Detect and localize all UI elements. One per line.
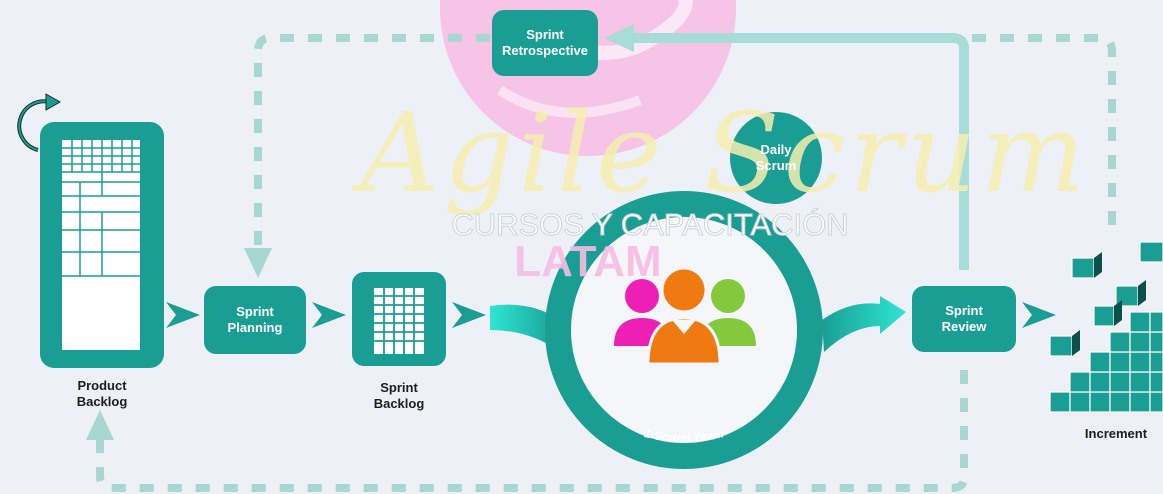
review-to-retro-line	[632, 33, 969, 270]
arrowhead-to-backlog	[86, 410, 114, 440]
chevron-1	[166, 302, 200, 328]
arrowhead-to-retro	[604, 24, 634, 52]
refresh-arrow-icon	[17, 93, 62, 152]
arrowhead-to-planning	[244, 248, 272, 278]
table-grid-icon	[352, 272, 446, 366]
chevron-3	[452, 302, 486, 328]
team-people-icon	[614, 266, 756, 366]
sprint-planning-box: Sprint Planning	[204, 286, 306, 354]
sprint-backlog-label: Sprint Backlog	[373, 380, 425, 411]
daily-scrum-label: Daily Scrum	[755, 142, 797, 173]
outgoing-curve-arrow	[822, 296, 906, 352]
increment-label: Increment	[1084, 426, 1148, 441]
flow-chevrons	[166, 302, 1056, 328]
watermark-brand: LATAM	[514, 237, 662, 286]
sprint-review-box: Sprint Review	[912, 286, 1016, 352]
dashed-feedback-loop-bottom	[96, 370, 968, 492]
chevron-2	[312, 302, 346, 328]
daily-scrum-circle	[730, 112, 822, 204]
watermark-subtitle: CURSOS Y CAPACITACIÓN	[451, 207, 849, 242]
increment-cubes-icon	[1049, 241, 1163, 413]
sprint-retrospective-box: Sprint Retrospective	[492, 10, 598, 76]
scrum-team-label: 1 Scrum Team	[643, 426, 725, 445]
incoming-curve-arrow	[490, 304, 560, 352]
product-backlog-label: Product Backlog	[76, 378, 128, 409]
backlog-grid-icon	[40, 122, 164, 368]
chevron-4	[1022, 302, 1056, 328]
watermark-script: Agile Scrum	[360, 89, 1089, 217]
dashed-feedback-loop-top	[254, 34, 1116, 248]
